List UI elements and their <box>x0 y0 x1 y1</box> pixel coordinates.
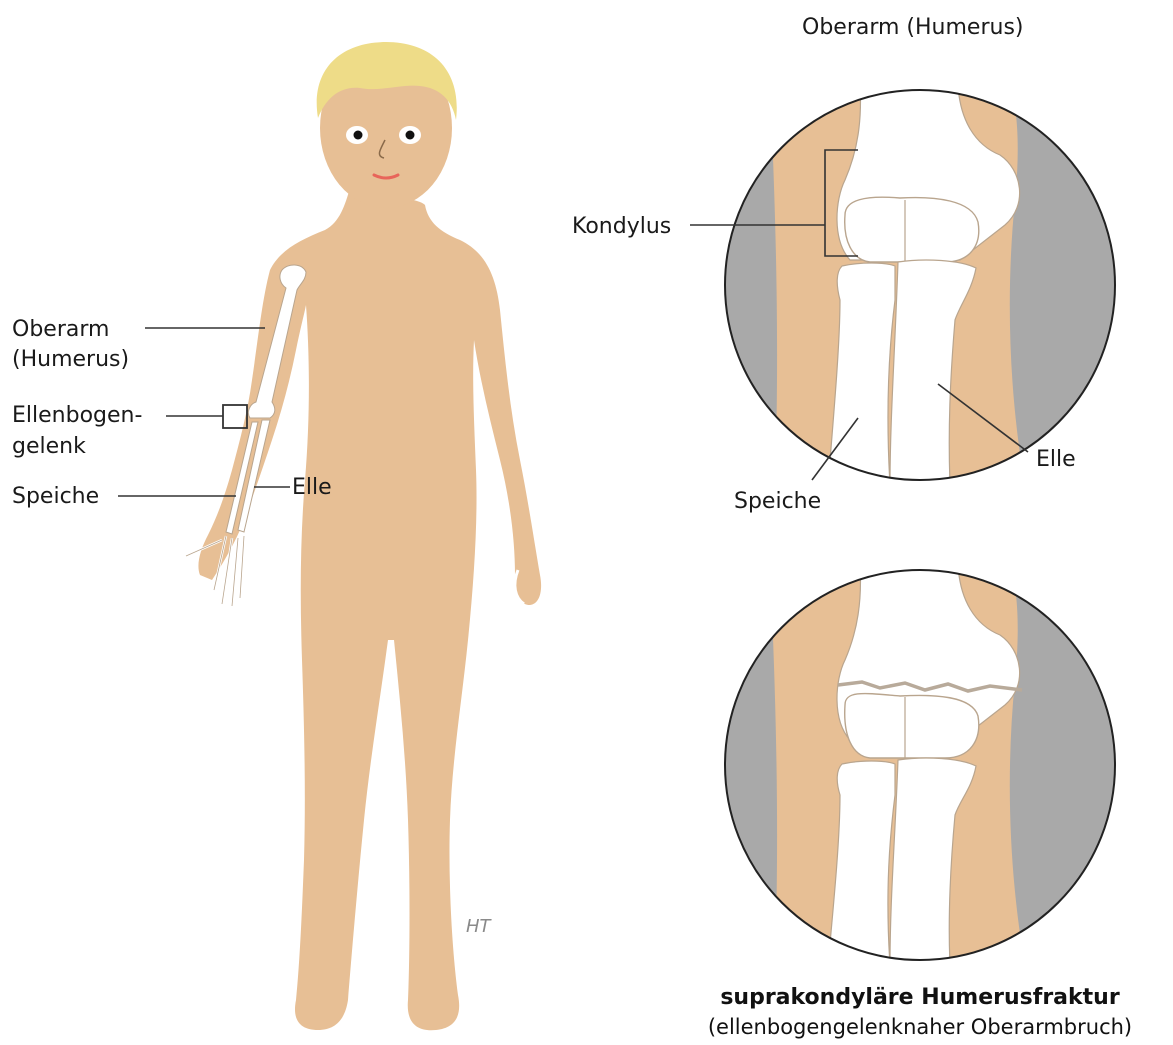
label-humerus-line2: (Humerus) <box>12 347 129 372</box>
child-figure: Oberarm (Humerus) Ellenbogen- gelenk Spe… <box>12 42 541 1030</box>
label-elbow-line1: Ellenbogen- <box>12 403 142 428</box>
label-top-condyle: Kondylus <box>572 214 671 239</box>
label-humerus-line1: Oberarm <box>12 317 109 342</box>
elbow-bracket <box>223 405 247 428</box>
eye-icon <box>399 126 421 144</box>
condyle <box>845 197 979 262</box>
caption-subtitle: (ellenbogengelenknaher Oberarmbruch) <box>708 1015 1132 1039</box>
eye-icon <box>346 126 368 144</box>
child-body <box>198 188 541 1030</box>
condyle <box>845 694 979 758</box>
label-top-radius: Speiche <box>734 489 821 514</box>
detail-fractured-elbow <box>720 565 1120 965</box>
label-ulna: Elle <box>292 475 332 500</box>
caption-title: suprakondyläre Humerusfraktur <box>720 985 1120 1010</box>
label-top-humerus: Oberarm (Humerus) <box>802 15 1024 40</box>
artist-signature: HT <box>466 916 493 937</box>
label-top-ulna: Elle <box>1036 447 1076 472</box>
label-radius: Speiche <box>12 484 99 509</box>
label-elbow-line2: gelenk <box>12 434 86 459</box>
detail-normal-elbow: Oberarm (Humerus) Kondylus Speiche Elle <box>572 15 1120 514</box>
